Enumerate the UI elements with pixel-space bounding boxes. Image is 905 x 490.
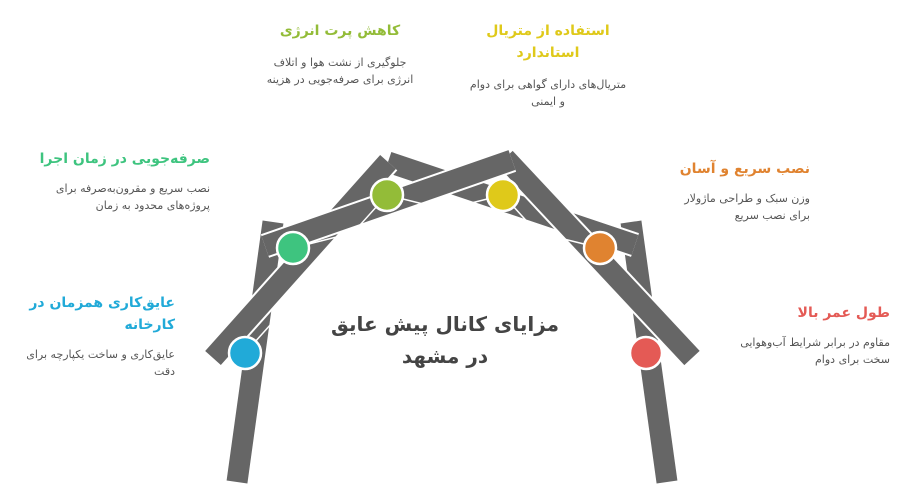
- item-long-life: طول عمر بالا مقاوم در برابر شرایط آب‌وهو…: [725, 302, 890, 368]
- connector-line: [292, 194, 504, 249]
- node-fast-install: [582, 230, 618, 266]
- item-title: عایق‌کاری همزمان در کارخانه: [29, 295, 175, 333]
- item-pu-insulation: عایق‌کاری همزمان در کارخانه عایق‌کاری و …: [20, 292, 175, 380]
- item-energy-loss: کاهش پرت انرژی جلوگیری از نشت هوا و اتلا…: [265, 20, 415, 88]
- item-title: استفاده از متریال استاندارد: [486, 23, 610, 61]
- item-title: نصب سریع و آسان: [679, 161, 810, 177]
- node-long-life: [628, 335, 664, 371]
- connector-line: [386, 194, 601, 249]
- item-title: صرفه‌جویی در زمان اجرا: [39, 151, 210, 167]
- item-fast-install: نصب سریع و آسان وزن سبک و طراحی ماژولار …: [675, 158, 810, 224]
- item-time-saving: صرفه‌جویی در زمان اجرا نصب سریع و مقرون‌…: [30, 148, 210, 214]
- diagram-title: مزایای کانال پیش عایق در مشهد: [330, 312, 560, 368]
- connector-line: [502, 194, 647, 354]
- item-standard-material: استفاده از متریال استاندارد متریال‌های د…: [468, 20, 628, 110]
- node-standard-material: [485, 177, 521, 213]
- item-desc: متریال‌های دارای گواهی برای دوام و ایمنی: [469, 78, 627, 108]
- item-desc: جلوگیری از نشت هوا و اتلاف انرژی برای صر…: [266, 56, 414, 86]
- item-desc: عایق‌کاری و ساخت یکپارچه برای دقت: [26, 348, 175, 378]
- connector-line: [244, 194, 388, 354]
- item-title: طول عمر بالا: [797, 305, 890, 321]
- item-title: کاهش پرت انرژی: [279, 23, 401, 39]
- node-energy-loss: [369, 177, 405, 213]
- node-pu-insulation: [227, 335, 263, 371]
- node-time-saving: [275, 230, 311, 266]
- item-desc: وزن سبک و طراحی ماژولار برای نصب سریع: [684, 192, 810, 222]
- item-desc: نصب سریع و مقرون‌به‌صرفه برای پروژه‌های …: [55, 182, 210, 212]
- item-desc: مقاوم در برابر شرایط آب‌وهوایی سخت برای …: [740, 336, 890, 366]
